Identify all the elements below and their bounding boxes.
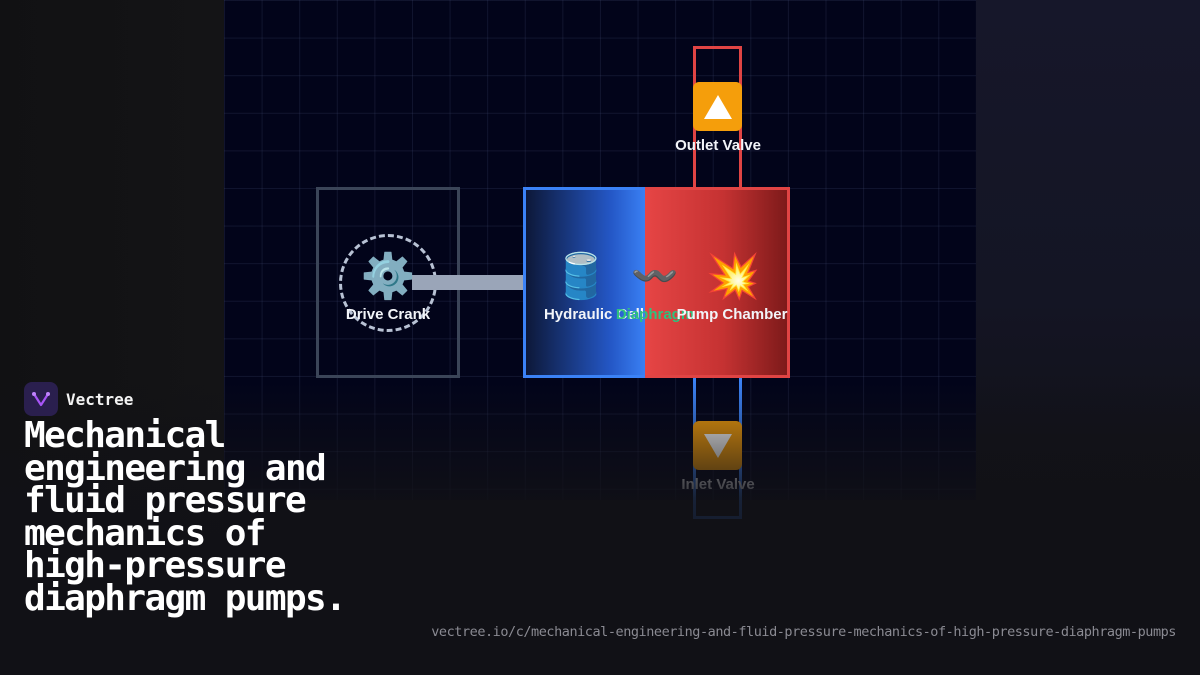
brand: Vectree	[24, 382, 133, 416]
inlet-valve-label: Inlet Valve	[681, 476, 755, 493]
oil-drum-icon: 🛢️	[553, 252, 609, 301]
diaphragm-label: Diaphragm	[615, 306, 695, 323]
outlet-valve-label: Outlet Valve	[675, 137, 761, 154]
brand-name: Vectree	[66, 389, 134, 409]
page-url: vectree.io/c/mechanical-engineering-and-…	[431, 624, 1176, 640]
right-backdrop	[976, 0, 1200, 500]
hydraulic-cell	[523, 187, 647, 378]
drive-crank-label: Drive Crank	[345, 306, 431, 323]
wavy-dash-icon: 〰️	[631, 256, 679, 298]
pump-chamber	[645, 187, 790, 378]
pump-chamber-label: Pump Chamber	[676, 306, 788, 323]
gear-icon: ⚙️	[360, 252, 416, 301]
collision-icon: 💥	[705, 252, 761, 301]
down-arrow-icon	[693, 421, 742, 470]
hydraulic-cell-label: Hydraulic Cell	[543, 306, 645, 323]
up-arrow-icon	[693, 82, 742, 131]
vectree-logo-icon	[24, 382, 58, 416]
connecting-rod	[412, 275, 524, 290]
page-title: Mechanical engineering and fluid pressur…	[24, 415, 347, 619]
